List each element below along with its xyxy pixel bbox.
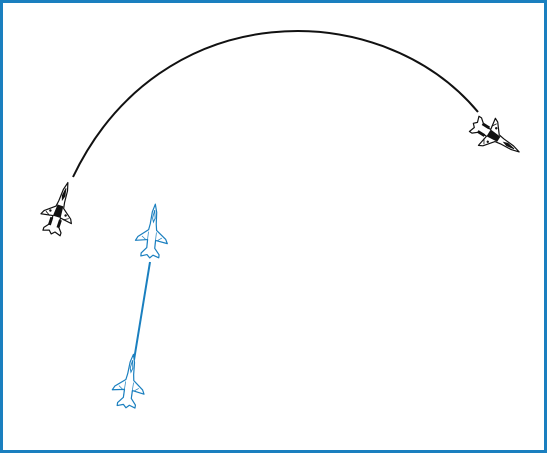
black-fighter-jet-icon [36,178,83,239]
blue-fighter-jet-icon [110,352,149,410]
black-fighter-jet-icon [465,110,528,166]
black-flight-path-arc [73,31,478,177]
blue-flight-path-line [134,262,150,360]
blue-fighter-jet-icon [134,203,171,260]
